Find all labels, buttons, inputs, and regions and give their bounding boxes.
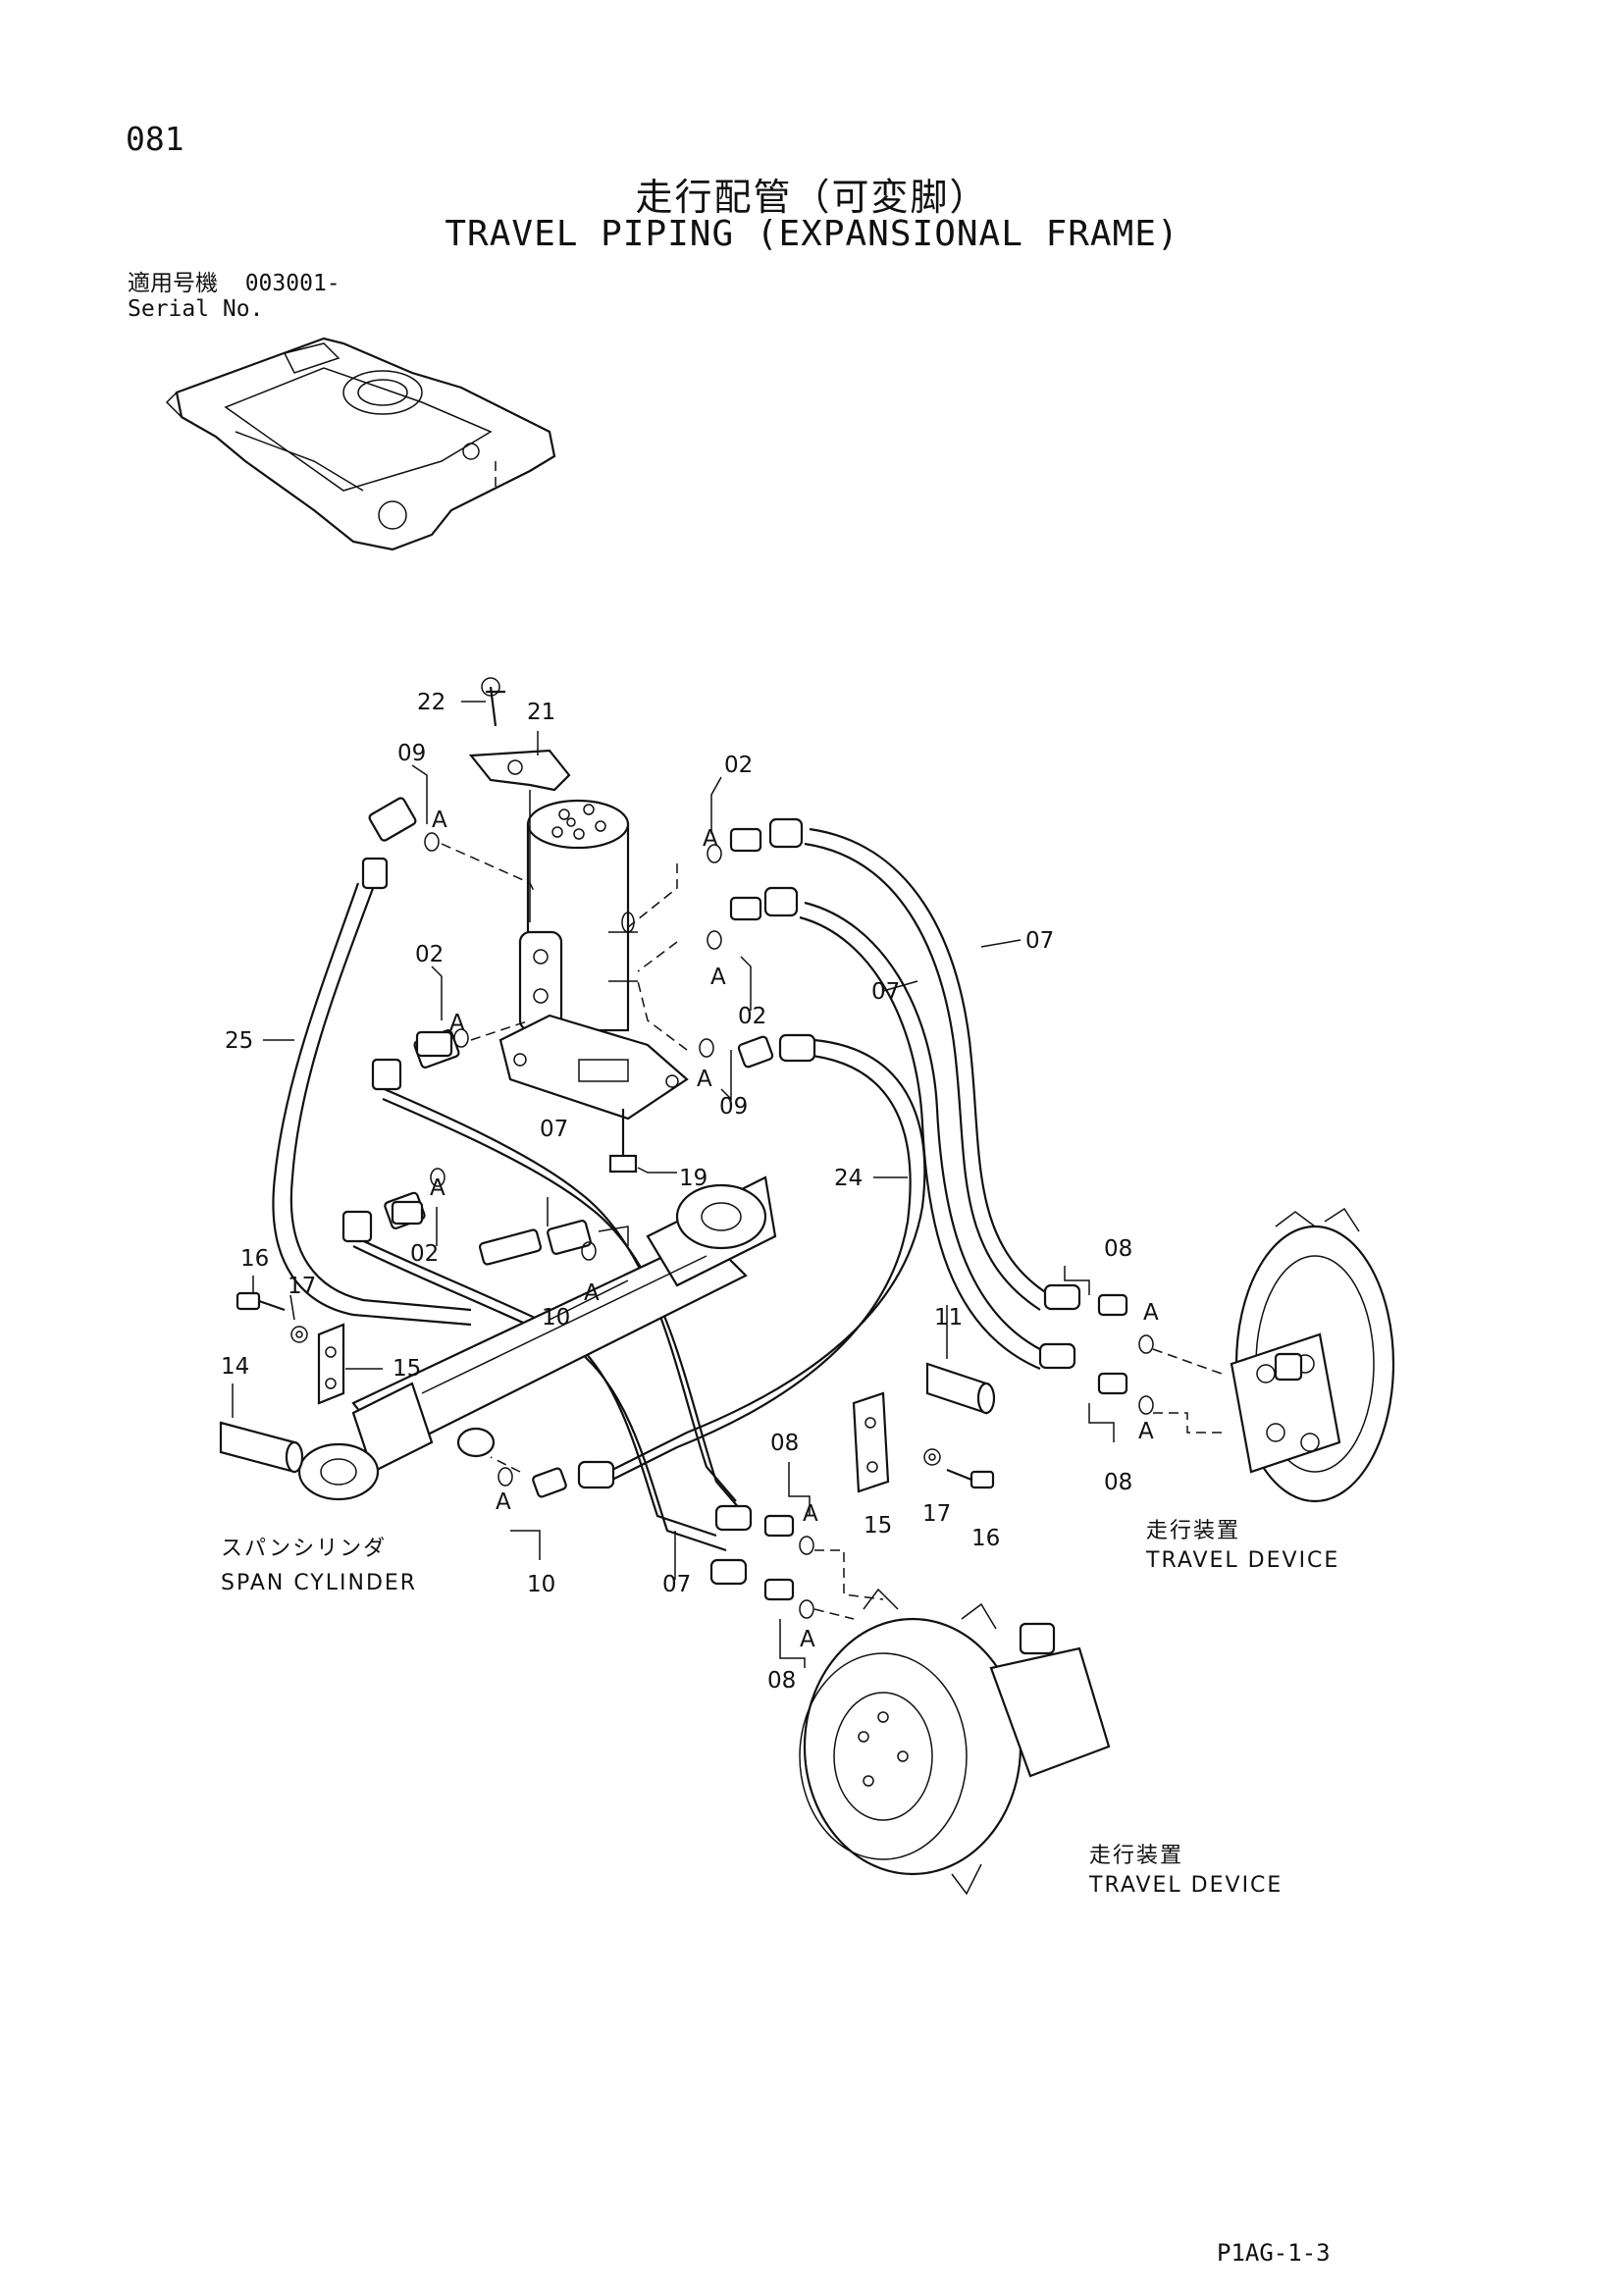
label-15-left: 15 [393, 1356, 421, 1382]
marker-a: A [803, 1501, 818, 1527]
marker-a: A [584, 1280, 600, 1306]
label-14: 14 [221, 1354, 249, 1380]
label-24: 24 [834, 1166, 863, 1191]
swivel-joint [468, 677, 689, 1121]
captions: スパンシリンダ SPAN CYLINDER 走行装置 TRAVEL DEVICE… [221, 1519, 1339, 1898]
serial-label-ja: 適用号機 [128, 271, 218, 296]
marker-a: A [449, 1011, 465, 1036]
a-markers: A A A A A A A A A A A A [430, 808, 1159, 1652]
serial-label-en: Serial No. [128, 296, 264, 322]
leader-lines [232, 701, 1115, 1668]
label-02-left: 02 [415, 942, 444, 967]
caption-travel-device-right-ja: 走行装置 [1146, 1519, 1240, 1543]
marker-a: A [703, 826, 718, 852]
page-number: 081 [126, 120, 184, 158]
caption-span-cylinder-en: SPAN CYLINDER [221, 1571, 417, 1595]
label-10-lower: 10 [527, 1572, 555, 1597]
label-08-right-bottom: 08 [1104, 1470, 1132, 1495]
marker-a: A [710, 965, 726, 990]
label-19: 19 [679, 1166, 707, 1191]
pins-and-plates [219, 1291, 996, 1493]
label-16-right: 16 [971, 1526, 1000, 1551]
label-07-right: 07 [1025, 928, 1054, 954]
caption-travel-device-right-en: TRAVEL DEVICE [1145, 1548, 1339, 1573]
machine-thumbnail [165, 337, 556, 551]
span-cylinder [297, 1175, 777, 1501]
label-07-center: 07 [540, 1117, 568, 1142]
label-08-right-top: 08 [1104, 1236, 1132, 1262]
marker-a: A [430, 1175, 445, 1201]
label-15-right: 15 [864, 1513, 892, 1539]
marker-a: A [697, 1067, 712, 1092]
label-07-mid-right: 07 [871, 979, 900, 1005]
bolt-19 [608, 1109, 638, 1174]
label-08-center-top: 08 [770, 1431, 799, 1456]
footer-code: P1AG-1-3 [1217, 2239, 1331, 2267]
label-02-top-right: 02 [724, 753, 753, 778]
marker-a: A [496, 1489, 511, 1515]
label-07-lower: 07 [662, 1572, 691, 1597]
label-08-center-bottom: 08 [767, 1668, 796, 1694]
title-english: TRAVEL PIPING (EXPANSIONAL FRAME) [445, 214, 1179, 254]
part-labels: 22 21 09 02 07 07 02 02 25 09 07 19 24 0… [221, 690, 1132, 1694]
label-09-mid: 09 [719, 1094, 748, 1120]
label-25: 25 [225, 1028, 253, 1054]
label-11: 11 [934, 1305, 963, 1331]
marker-a: A [1143, 1300, 1159, 1326]
serial-info: 適用号機 003001- Serial No. [128, 271, 341, 322]
caption-travel-device-bottom-ja: 走行装置 [1089, 1844, 1183, 1868]
label-22: 22 [417, 690, 445, 715]
label-10-upper: 10 [542, 1305, 570, 1331]
caption-travel-device-bottom-en: TRAVEL DEVICE [1088, 1873, 1283, 1898]
serial-value: 003001- [244, 271, 341, 296]
title-japanese: 走行配管（可変脚） [635, 176, 989, 219]
travel-device-right [1230, 1207, 1395, 1503]
label-21: 21 [527, 700, 555, 725]
marker-a: A [800, 1627, 815, 1652]
label-16-left: 16 [240, 1246, 269, 1272]
label-02-lower: 02 [410, 1241, 439, 1267]
label-17-left: 17 [288, 1274, 316, 1299]
caption-span-cylinder-ja: スパンシリンダ [221, 1537, 387, 1561]
travel-device-bottom [799, 1588, 1111, 1896]
assembly-lines [441, 461, 1223, 1620]
marker-a: A [1138, 1419, 1154, 1444]
marker-a: A [432, 808, 447, 833]
fittings [341, 797, 1154, 1619]
label-09-top: 09 [397, 741, 426, 766]
label-02-mid: 02 [738, 1004, 766, 1029]
label-17-right: 17 [922, 1501, 951, 1527]
